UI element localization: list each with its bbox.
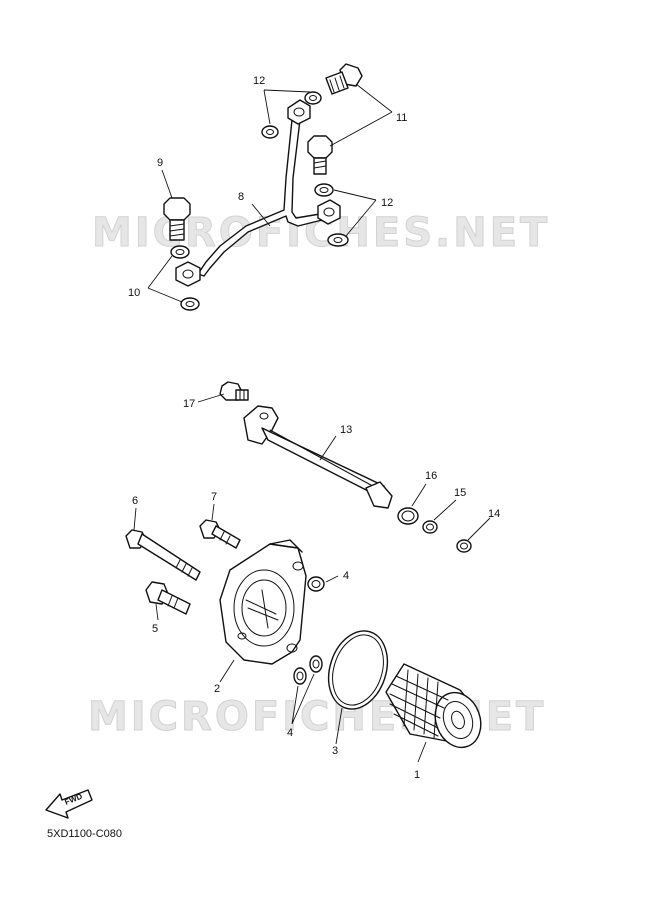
callout-1: 1 xyxy=(414,769,420,781)
callout-17: 17 xyxy=(183,398,195,410)
callout-5: 5 xyxy=(152,623,158,635)
o-ring-16 xyxy=(397,507,419,525)
callout-14: 14 xyxy=(488,508,500,520)
bolt-5 xyxy=(145,581,191,615)
callout-4-bottom: 4 xyxy=(287,727,293,739)
forward-arrow-icon: FWD xyxy=(45,789,93,819)
o-ring-4-right xyxy=(309,655,323,673)
o-ring-4-left xyxy=(293,667,307,685)
oil-pipe-assembly xyxy=(147,63,393,311)
washer-12-c xyxy=(314,183,334,197)
callout-12-right: 12 xyxy=(381,197,393,209)
callout-6: 6 xyxy=(132,495,138,507)
oil-filter-element xyxy=(385,663,482,749)
oil-filter-assembly xyxy=(125,381,491,763)
callout-10: 10 xyxy=(128,287,140,299)
o-ring-15 xyxy=(422,520,438,534)
callout-9: 9 xyxy=(157,157,163,169)
pipe-union-left xyxy=(175,261,201,287)
union-bolt-9 xyxy=(163,197,191,241)
callout-13: 13 xyxy=(340,424,352,436)
oil-filter-cover xyxy=(219,539,307,665)
diagram-code: 5XD1100-C080 xyxy=(47,828,123,840)
callout-15: 15 xyxy=(454,487,466,499)
callout-4-top: 4 xyxy=(343,570,349,582)
washer-12-a xyxy=(261,125,279,139)
callout-16: 16 xyxy=(425,470,437,482)
pipe-union-top xyxy=(287,99,311,125)
o-ring-3 xyxy=(327,630,389,710)
callout-11: 11 xyxy=(396,112,407,124)
union-bolt-11-upper xyxy=(325,63,363,95)
washer-12-d xyxy=(327,233,349,247)
oil-delivery-pipe xyxy=(243,405,393,509)
oil-pipe xyxy=(197,117,323,277)
callout-12-top: 12 xyxy=(253,75,265,87)
o-ring-4-top xyxy=(307,576,325,592)
washer-12-b xyxy=(304,91,322,105)
union-bolt-11-lower xyxy=(307,135,333,175)
bolt-7 xyxy=(199,519,241,549)
pipe-union-right xyxy=(317,199,341,225)
washer-10-lower xyxy=(180,297,200,311)
callout-2: 2 xyxy=(214,683,220,695)
washer-10-upper xyxy=(170,245,190,259)
o-ring-14 xyxy=(456,539,472,553)
bolt-6 xyxy=(125,529,201,581)
callout-7: 7 xyxy=(211,491,217,503)
callout-3: 3 xyxy=(332,745,338,757)
callout-8: 8 xyxy=(238,191,244,203)
bolt-17 xyxy=(219,381,249,401)
